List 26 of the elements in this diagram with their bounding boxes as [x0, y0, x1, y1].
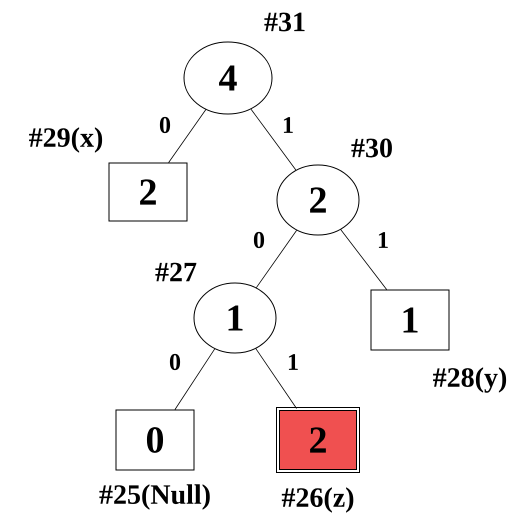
- connector-line: [174, 348, 216, 410]
- node-caption: #28(y): [433, 367, 506, 393]
- connector-line: [250, 108, 296, 170]
- connector-line: [256, 230, 297, 288]
- node-caption: #30: [351, 138, 392, 158]
- square-node: 1: [370, 290, 450, 350]
- node-caption: #27: [155, 262, 196, 282]
- edge-label: 0: [168, 352, 182, 372]
- edge-label: 1: [286, 353, 300, 371]
- edge-label: 0: [252, 230, 266, 250]
- edge-label: 1: [376, 231, 390, 249]
- connector-line: [340, 229, 388, 290]
- square-node: 2: [108, 162, 188, 222]
- node-caption: #25(Null): [99, 484, 210, 510]
- square-node: 0: [116, 410, 194, 470]
- ellipse-node: 4: [184, 42, 272, 114]
- node-caption: #31: [264, 12, 305, 32]
- node-caption: #26(z): [282, 487, 354, 513]
- edge-label: 0: [158, 116, 172, 134]
- edge-label: 1: [281, 116, 295, 134]
- ellipse-node: 2: [276, 164, 360, 236]
- connector-line: [168, 109, 206, 163]
- highlighted-square-node: 2: [276, 407, 360, 473]
- connector-line: [255, 348, 297, 409]
- ellipse-node: 1: [194, 282, 276, 354]
- node-caption: #29(x): [29, 127, 102, 153]
